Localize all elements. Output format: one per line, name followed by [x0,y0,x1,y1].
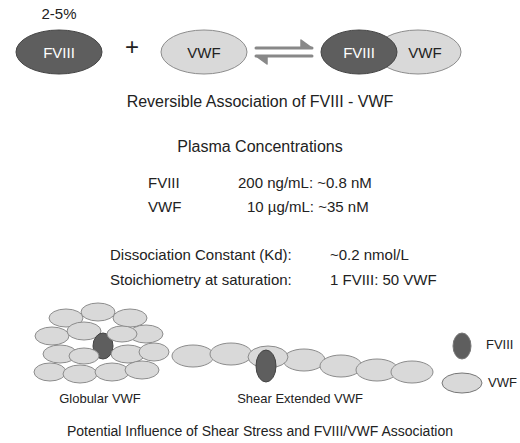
parameter-name: Dissociation Constant (Kd): [110,246,292,264]
equilibrium-arrow [256,40,312,64]
ellipse-fill [161,30,247,74]
parameter-value: 1 FVIII: 50 VWF [330,271,437,289]
fviii-ellipse: 2-5%FVIII [15,29,103,75]
arrow-head [301,40,312,48]
section-heading: Plasma Concentrations [0,137,520,156]
section-heading: Reversible Association of FVIII - VWF [0,92,520,111]
ellipse-fill [16,30,102,74]
node-label: FVIII [343,44,375,61]
figure-caption: Potential Influence of Shear Stress and … [0,423,520,440]
legend-label: VWF [488,375,517,391]
node-label: VWF [408,44,441,61]
concentration-value: 10 µg/mL: ~35 nM [247,198,369,216]
illustration-label: Globular VWF [30,391,170,407]
globular-vwf-cluster [34,303,169,383]
ellipse-fill [321,30,397,74]
vwf-ellipse: VWF [160,29,248,75]
parameter-name: Stoichiometry at saturation: [110,271,292,289]
percentage-heading: 2-5% [0,5,123,22]
fviii-ellipse: FVIII [320,29,398,75]
row-name: VWF [148,198,181,216]
arrow-shaft [256,55,312,58]
legend-swatch [453,333,471,359]
legend-label: FVIII [486,337,513,353]
shear-extended-vwf-chain [172,343,433,383]
arrow-head [256,56,267,64]
arrow-shaft [256,47,312,50]
fviii-on-chain [256,350,276,382]
row-name: FVIII [148,174,180,192]
plus-sign: + [118,33,146,62]
node-label: VWF [187,44,220,61]
ellipse-fill [375,30,461,74]
concentration-value: 200 ng/mL: ~0.8 nM [238,174,372,192]
parameter-value: ~0.2 nmol/L [330,246,409,264]
legend-swatch [442,373,482,393]
node-label: FVIII [43,44,75,61]
illustration-label: Shear Extended VWF [210,391,390,407]
